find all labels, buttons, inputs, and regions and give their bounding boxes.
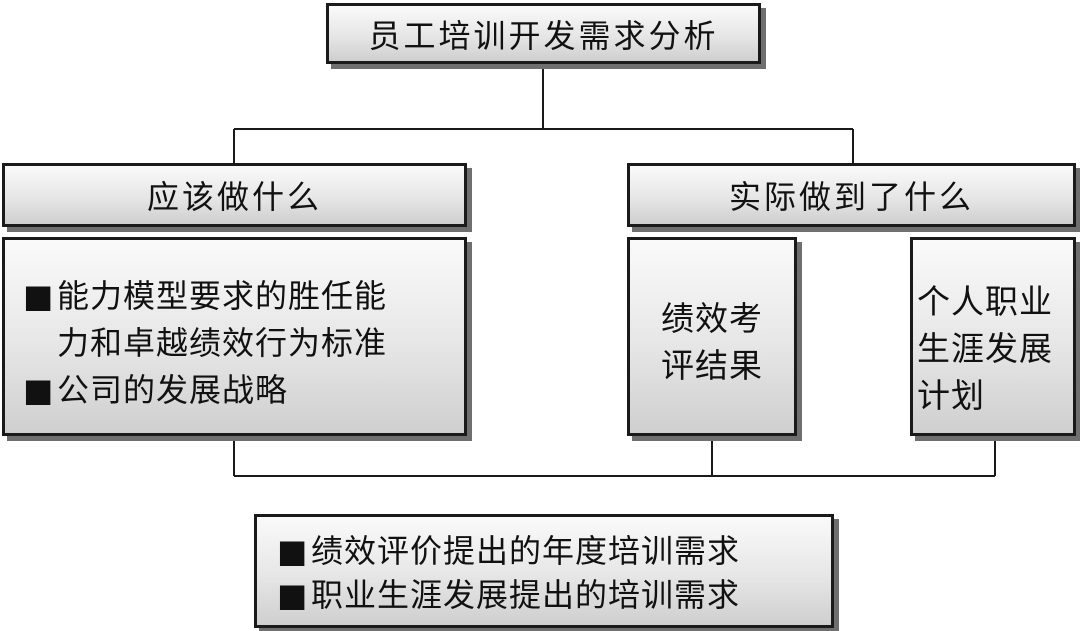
career-plan-box: 个人职业 生涯发展 计划	[910, 237, 1076, 436]
bullet-icon: ■	[277, 532, 309, 570]
performance-result-box: 绩效考 评结果	[627, 237, 797, 436]
list-item: ■ 绩效评价提出的年度培训需求	[277, 529, 831, 573]
should-do-content-box: ■ 能力模型要求的胜任能 力和卓越绩效行为标准 ■ 公司的发展战略	[2, 237, 467, 436]
should-do-header: 应该做什么	[2, 163, 467, 227]
title-box: 员工培训开发需求分析	[326, 3, 761, 64]
list-item: ■ 职业生涯发展提出的培训需求	[277, 573, 831, 617]
bullet-icon: ■	[23, 277, 55, 315]
training-needs-box: ■ 绩效评价提出的年度培训需求 ■ 职业生涯发展提出的培训需求	[254, 514, 834, 628]
list-item-text: 职业生涯发展提出的培训需求	[311, 576, 741, 614]
list-item: ■ 公司的发展战略	[23, 367, 464, 414]
list-item: ■ 能力模型要求的胜任能 力和卓越绩效行为标准	[23, 273, 464, 367]
list-item-text: 公司的发展战略	[57, 371, 289, 409]
actually-done-header-text: 实际做到了什么	[728, 178, 974, 216]
bullet-icon: ■	[23, 371, 55, 409]
actually-done-header: 实际做到了什么	[627, 163, 1076, 227]
should-do-header-text: 应该做什么	[146, 178, 322, 216]
bullet-icon: ■	[277, 576, 309, 614]
list-item-text: 绩效评价提出的年度培训需求	[311, 532, 741, 570]
list-item-text: 能力模型要求的胜任能 力和卓越绩效行为标准	[57, 277, 388, 362]
title-text: 员工培训开发需求分析	[368, 16, 719, 55]
